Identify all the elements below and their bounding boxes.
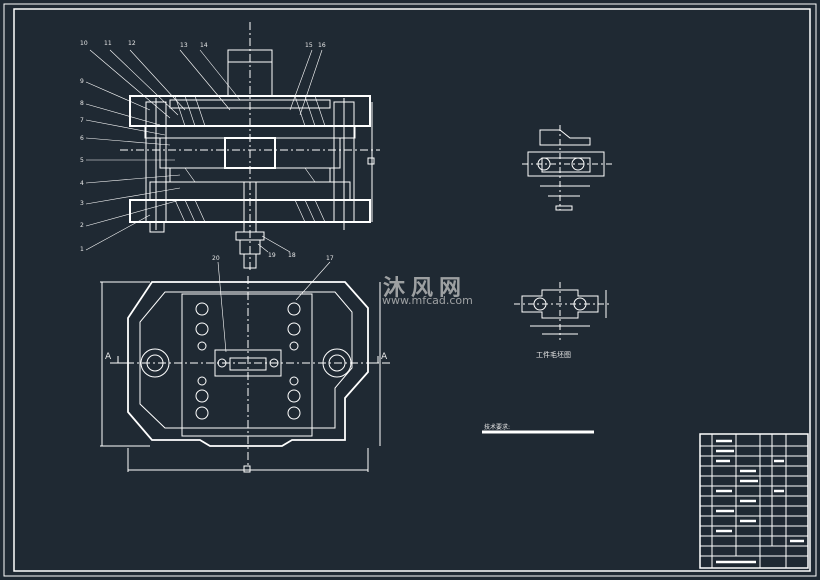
part-number-3: 3 [80,200,84,207]
part-number-19: 19 [268,252,276,259]
part-number-11: 11 [104,40,112,47]
front-section-view [85,22,380,270]
part-number-1: 1 [80,246,84,253]
section-label-right: A [381,352,388,362]
part-number-6: 6 [80,135,84,142]
part-number-9: 9 [80,78,84,85]
blank-part-caption: 工件毛坯图 [536,351,571,359]
part-number-14: 14 [200,42,208,49]
outer-frame [3,3,817,577]
part-number-16: 16 [318,42,326,49]
part-number-12: 12 [128,40,136,47]
part-number-2: 2 [80,222,84,229]
part-number-17: 17 [326,255,334,262]
part-number-8: 8 [80,100,84,107]
part-number-7: 7 [80,117,84,124]
part-number-15: 15 [305,42,313,49]
watermark-text: 沐风网 [383,276,468,301]
part-number-10: 10 [80,40,88,47]
part-number-5: 5 [80,157,84,164]
title-block [699,433,809,569]
technical-requirements: 技术要求: [484,424,511,431]
part-number-18: 18 [288,252,296,259]
part-number-20: 20 [212,255,220,262]
part-number-4: 4 [80,180,84,187]
inner-frame [13,8,811,572]
part-number-13: 13 [180,42,188,49]
plan-view [100,261,390,473]
section-label-left: A [105,352,112,362]
blank-part-view [514,282,612,340]
watermark-url: www.mfcad.com [382,294,473,307]
detail-view [522,125,612,211]
